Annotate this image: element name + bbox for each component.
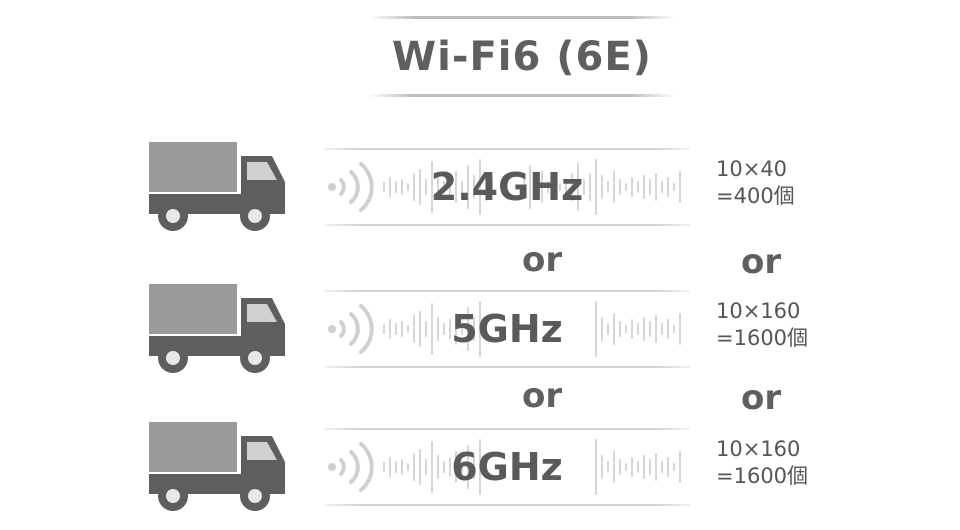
band-2-4ghz: 2.4GHz (324, 148, 690, 226)
or-right-1: or (741, 242, 782, 282)
frequency-label: 6GHz (451, 445, 563, 489)
sound-wave-icon (328, 301, 681, 357)
or-right-2: or (741, 378, 782, 418)
band-rule-top (324, 428, 690, 430)
truck-icon (149, 142, 285, 231)
band-6ghz: 6GHz (324, 428, 690, 506)
or-left-1: or (522, 240, 563, 280)
capacity-calc: 10×40 =400個 (716, 156, 795, 210)
calc-result: =1600個 (716, 326, 809, 350)
band-rule-bottom (324, 224, 690, 226)
calc-result: =400個 (716, 184, 795, 208)
band-rule-top (324, 148, 690, 150)
calc-formula: 10×160 (716, 437, 801, 461)
band-rule-bottom (324, 366, 690, 368)
band-row-2-4ghz: 2.4GHz 10×40 =400個 (0, 142, 960, 242)
frequency-label: 5GHz (451, 307, 563, 351)
band-rule-bottom (324, 504, 690, 506)
band-rule-top (324, 290, 690, 292)
title-rule-bottom (368, 94, 676, 97)
sound-wave-icon (328, 439, 681, 495)
band-row-6ghz: 6GHz 10×160 =1600個 (0, 422, 960, 522)
wifi-signal-icon (328, 325, 336, 333)
truck-icon (149, 284, 285, 373)
sound-wave-icon (328, 159, 681, 215)
truck-icon (149, 422, 285, 511)
calc-result: =1600個 (716, 464, 809, 488)
band-5ghz: 5GHz (324, 290, 690, 368)
title-rule-top (368, 16, 676, 19)
calc-formula: 10×40 (716, 157, 788, 181)
wifi-signal-icon (328, 463, 336, 471)
wifi-signal-icon (328, 183, 336, 191)
capacity-calc: 10×160 =1600個 (716, 436, 808, 490)
calc-formula: 10×160 (716, 299, 801, 323)
or-left-2: or (522, 376, 563, 416)
capacity-calc: 10×160 =1600個 (716, 298, 808, 352)
frequency-label: 2.4GHz (430, 165, 584, 209)
page-title: Wi-Fi6 (6E) (392, 34, 652, 80)
band-row-5ghz: 5GHz 10×160 =1600個 (0, 284, 960, 384)
